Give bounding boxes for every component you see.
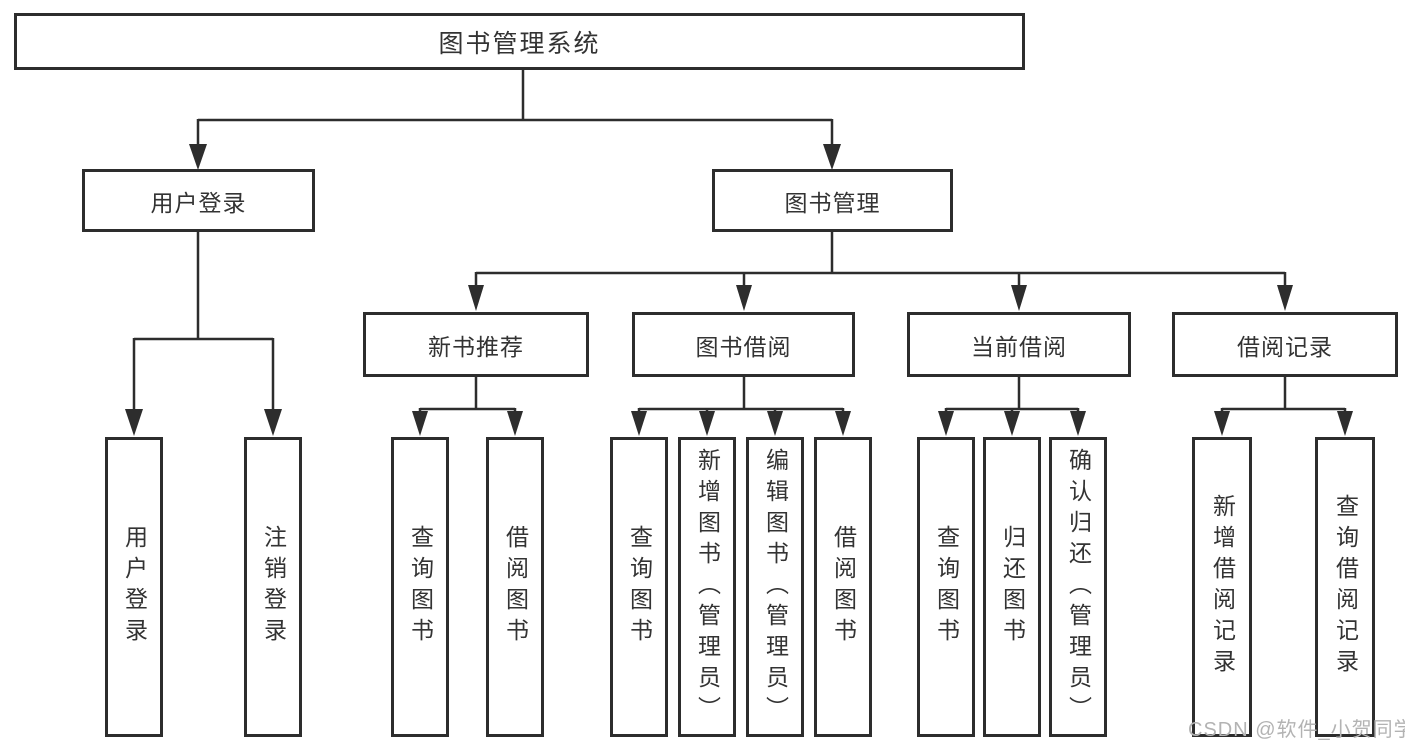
node-borrow-record: 借阅记录	[1172, 312, 1398, 377]
node-book-management-label: 图书管理	[784, 189, 881, 216]
leaf-user-login-label: 用户登录	[121, 525, 148, 649]
csdn-watermark: CSDN @软件_小贺同学	[1188, 719, 1405, 741]
leaf-borrow-query-label: 查询图书	[626, 525, 653, 649]
node-book-borrow-label: 图书借阅	[695, 333, 792, 360]
leaf-newbook-borrow-label: 借阅图书	[502, 525, 529, 649]
leaf-current-query: 查询图书	[917, 437, 975, 737]
leaf-newbook-borrow: 借阅图书	[486, 437, 544, 737]
leaf-current-confirm: 确认归还（管理员）	[1049, 437, 1107, 737]
leaf-newbook-query: 查询图书	[391, 437, 449, 737]
leaf-current-return: 归还图书	[983, 437, 1041, 737]
node-root-system: 图书管理系统	[14, 13, 1025, 70]
leaf-borrow-edit-label: 编辑图书（管理员）	[762, 447, 789, 727]
leaf-borrow-borrow: 借阅图书	[814, 437, 872, 737]
node-root-system-label: 图书管理系统	[438, 29, 601, 58]
leaf-user-login: 用户登录	[105, 437, 163, 737]
leaf-record-add: 新增借阅记录	[1192, 437, 1252, 737]
leaf-newbook-query-label: 查询图书	[407, 525, 434, 649]
leaf-current-confirm-label: 确认归还（管理员）	[1065, 447, 1092, 727]
leaf-borrow-borrow-label: 借阅图书	[830, 525, 857, 649]
connector-new-book-split	[412, 377, 523, 436]
leaf-borrow-query: 查询图书	[610, 437, 668, 737]
connector-current-borrow-split	[938, 377, 1086, 436]
node-user-login: 用户登录	[82, 169, 315, 232]
leaf-record-query-label: 查询借阅记录	[1332, 494, 1359, 680]
leaf-logout: 注销登录	[244, 437, 302, 737]
connector-book-mgmt-split	[468, 232, 1293, 311]
node-borrow-record-label: 借阅记录	[1237, 333, 1333, 360]
connector-user-login-split	[125, 232, 282, 436]
node-book-management: 图书管理	[712, 169, 953, 232]
leaf-borrow-edit: 编辑图书（管理员）	[746, 437, 804, 737]
node-book-borrow: 图书借阅	[632, 312, 855, 377]
leaf-borrow-add: 新增图书（管理员）	[678, 437, 736, 737]
leaf-current-return-label: 归还图书	[999, 525, 1026, 649]
connector-borrow-record-split	[1214, 377, 1353, 436]
leaf-record-add-label: 新增借阅记录	[1209, 494, 1236, 680]
node-current-borrow-label: 当前借阅	[971, 333, 1067, 360]
leaf-record-query: 查询借阅记录	[1315, 437, 1375, 737]
leaf-current-query-label: 查询图书	[933, 525, 960, 649]
leaf-borrow-add-label: 新增图书（管理员）	[694, 447, 721, 727]
node-new-book-recommend-label: 新书推荐	[428, 333, 524, 360]
node-user-login-label: 用户登录	[150, 189, 247, 216]
connector-book-borrow-split	[631, 377, 851, 436]
leaf-logout-label: 注销登录	[260, 525, 287, 649]
connector-root-split	[189, 70, 841, 170]
node-current-borrow: 当前借阅	[907, 312, 1131, 377]
node-new-book-recommend: 新书推荐	[363, 312, 589, 377]
